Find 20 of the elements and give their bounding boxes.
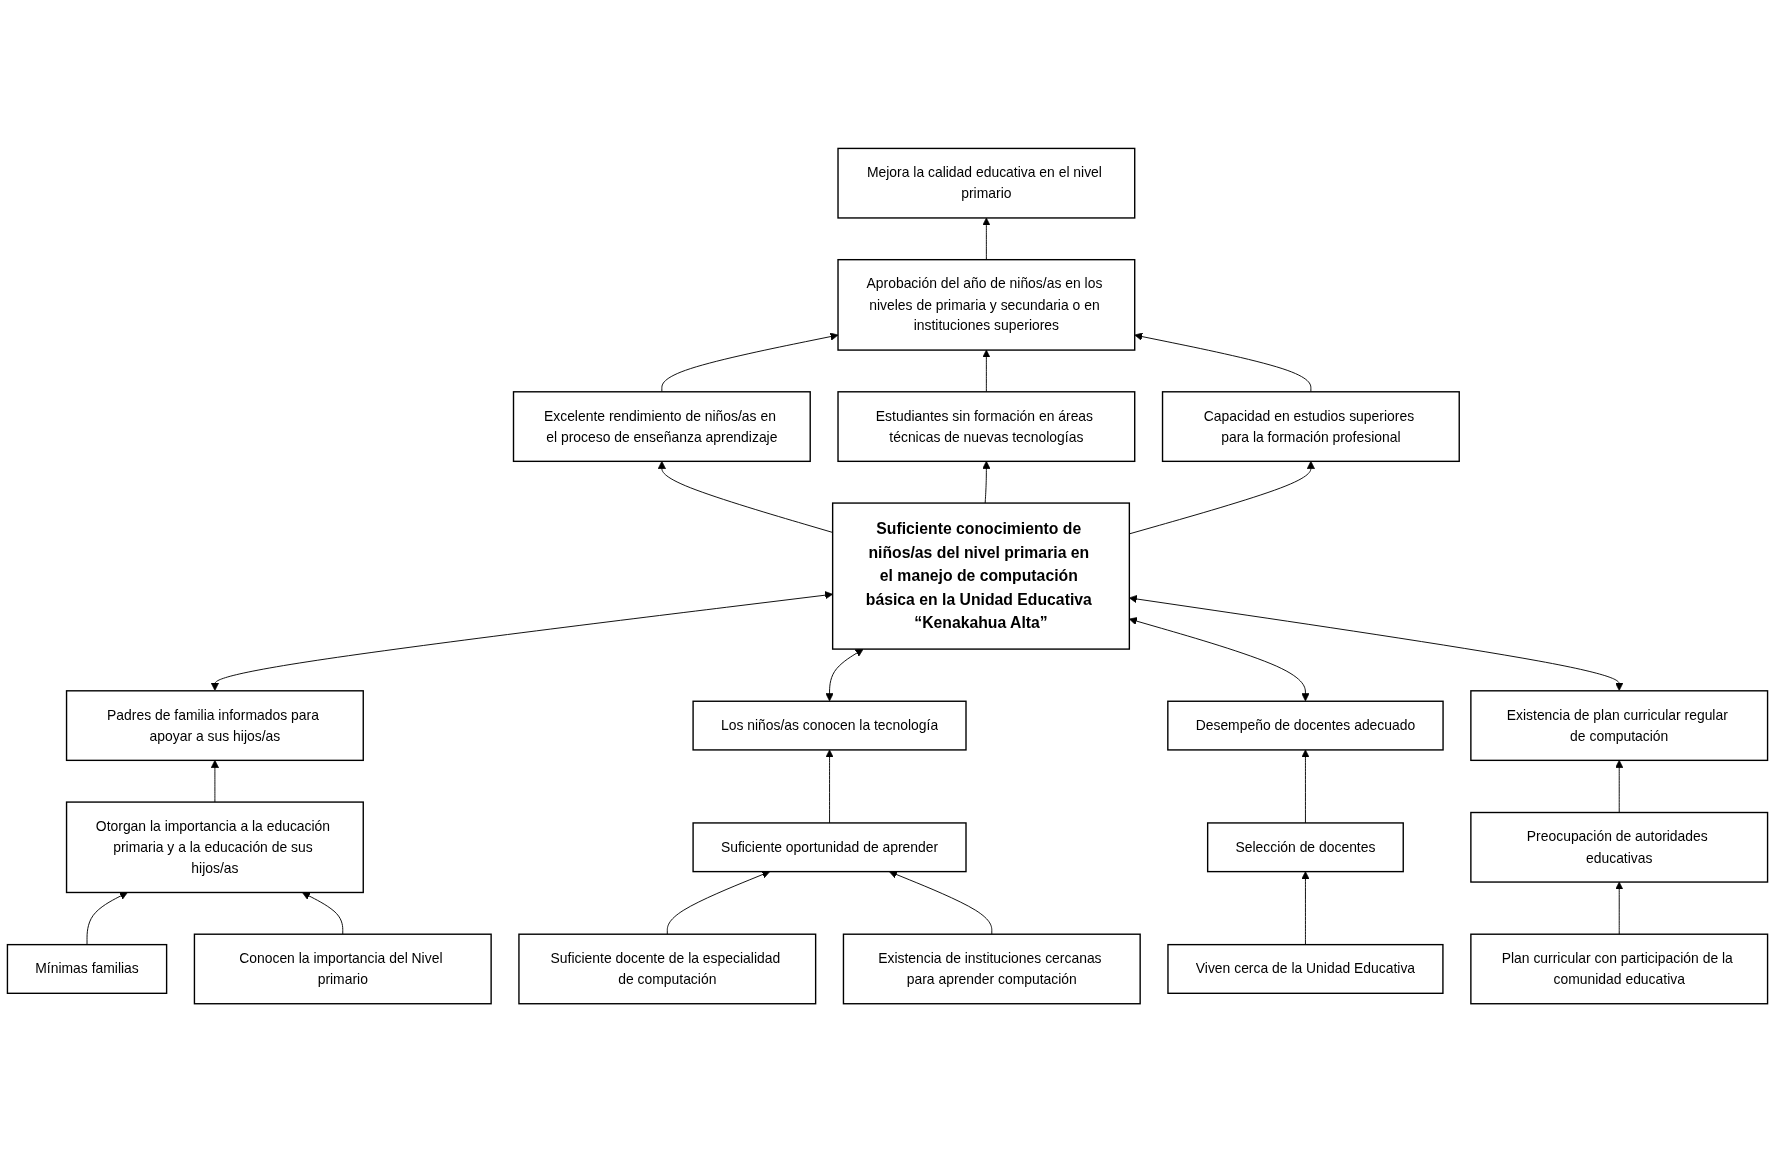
node-box: Conocen la importancia del Nivel primario: [193, 933, 492, 1005]
node-box: Aprobación del año de niños/as en los niveles de primaria y secundaria o en instituciones superiores: [837, 258, 1136, 351]
node-box: Viven cerca de la Unidad Educativa: [1167, 943, 1444, 994]
node-box: Los niños/as conocen la tecnología: [692, 700, 967, 751]
node-box: Existencia de instituciones cercanas para aprender computación: [842, 933, 1141, 1005]
node-box: Excelente rendimiento de niños/as en el proceso de enseñanza aprendizaje: [512, 391, 811, 462]
node-box: Suficiente oportunidad de aprender: [692, 822, 967, 873]
node-box: Padres de familia informados para apoyar a sus hijos/as: [65, 690, 364, 761]
node-box: Capacidad en estudios superiores para la formación profesional: [1161, 391, 1460, 462]
node-box: Suficiente conocimiento de niños/as del nivel primaria en el manejo de computación básica en la Unidad Educativa “Kenakahua Alta”: [831, 502, 1131, 650]
node-box: Preocupación de autoridades educativas: [1470, 811, 1769, 883]
node-box: Suficiente docente de la especialidad de computación: [518, 933, 817, 1005]
node-box: Estudiantes sin formación en áreas técnicas de nuevas tecnologías: [837, 391, 1136, 462]
node-box: Otorgan la importancia a la educación primaria y a la educación de sus hijos/as: [65, 801, 364, 894]
node-box: Mínimas familias: [6, 943, 168, 994]
node-box: Plan curricular con participación de la comunidad educativa: [1470, 933, 1769, 1005]
node-box: Desempeño de docentes adecuado: [1167, 700, 1444, 751]
node-box: Existencia de plan curricular regular de computación: [1470, 690, 1769, 761]
node-box: Mejora la calidad educativa en el nivel primario: [837, 147, 1136, 219]
node-box: Selección de docentes: [1206, 822, 1404, 873]
